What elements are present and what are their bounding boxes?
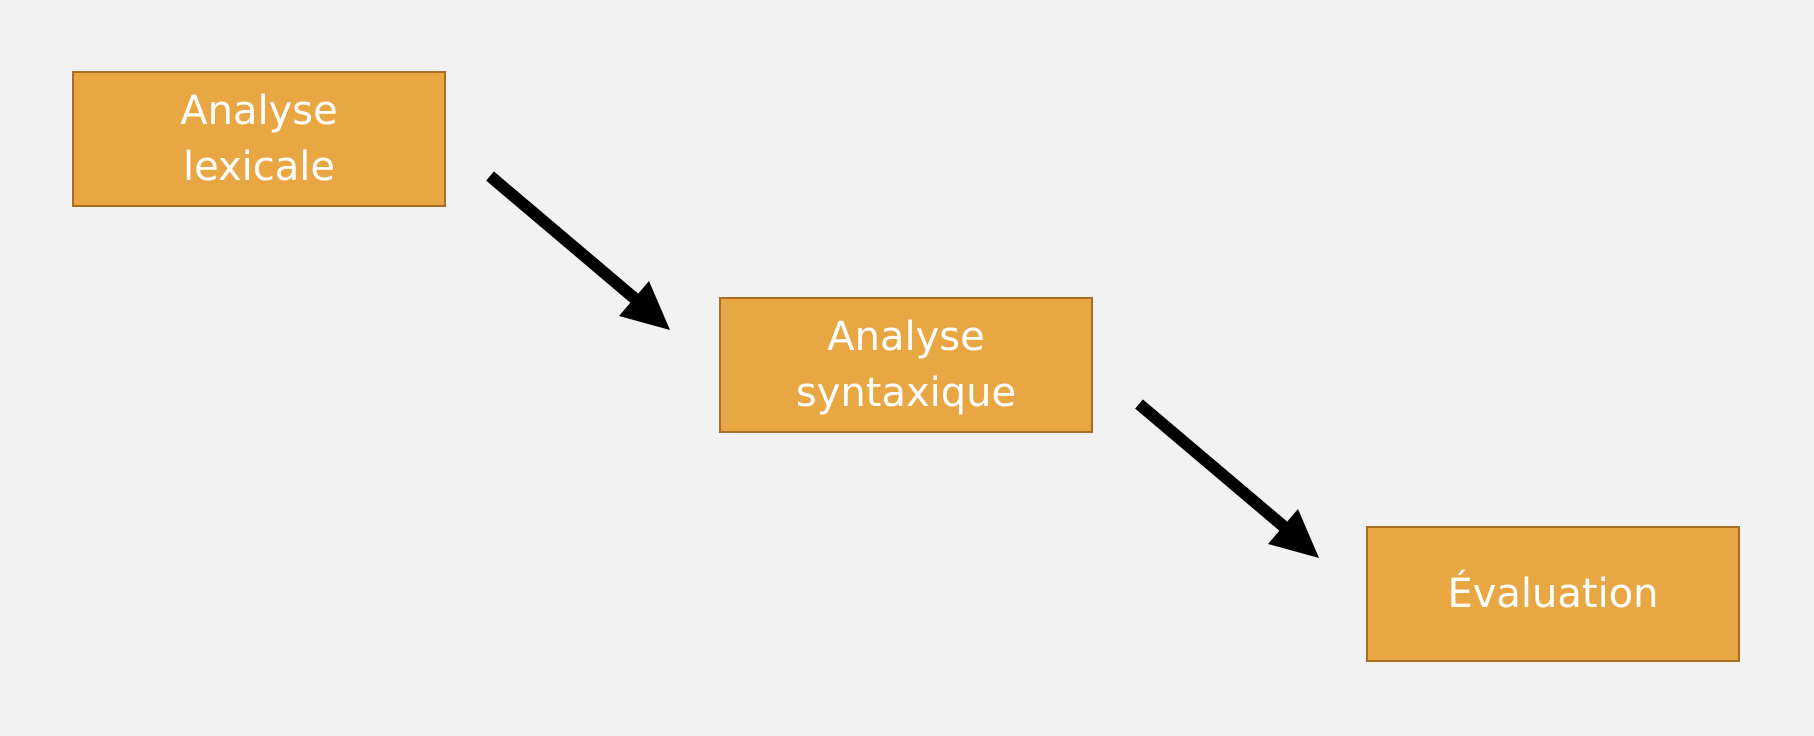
box-label: Analyse lexicale bbox=[180, 88, 338, 190]
box-analyse-syntaxique: Analyse syntaxique bbox=[719, 297, 1093, 433]
arrow-syntaxique-to-evaluation bbox=[1135, 399, 1319, 558]
box-label: Évaluation bbox=[1447, 571, 1659, 617]
arrow-lexicale-to-syntaxique bbox=[486, 171, 670, 330]
box-evaluation: Évaluation bbox=[1366, 526, 1740, 662]
box-label: Analyse syntaxique bbox=[795, 314, 1017, 416]
box-analyse-lexicale: Analyse lexicale bbox=[72, 71, 446, 207]
